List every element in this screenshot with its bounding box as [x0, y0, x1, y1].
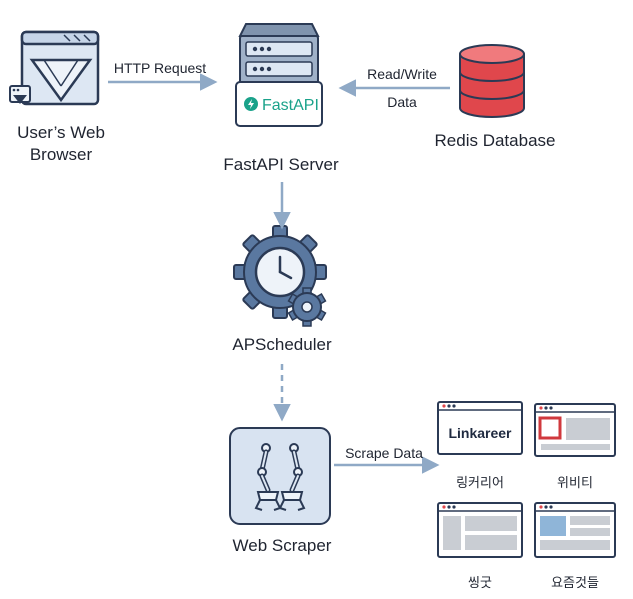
site-label-yozm: 요즘것들	[551, 575, 599, 590]
scraper-label: Web Scraper	[232, 536, 332, 555]
http-request-label: HTTP Request	[113, 60, 207, 76]
server-icon	[235, 23, 323, 127]
browser-label: User’s Web Browser	[0, 122, 122, 166]
scrape-data-label: Scrape Data	[345, 445, 423, 461]
redis-label: Redis Database	[434, 131, 556, 150]
database-icon	[459, 44, 525, 118]
gear-clock-icon	[233, 225, 327, 327]
browser-label-line2: Browser	[29, 145, 93, 164]
site-card-yozm	[534, 502, 616, 558]
browser-label-line1: User’s Web	[17, 123, 105, 142]
site-label-wevity: 위비티	[557, 475, 593, 490]
site-card-wevity	[534, 403, 616, 457]
fastapi-badge-text: FastAPI	[262, 97, 319, 114]
site-card-linkareer: Linkareer	[437, 401, 523, 455]
linkareer-logo-text: Linkareer	[448, 425, 512, 441]
browser-icon	[9, 30, 100, 106]
read-write-label: Read/Write	[367, 66, 437, 82]
site-label-thinkgood: 씽굿	[468, 575, 492, 590]
server-label: FastAPI Server	[223, 155, 339, 174]
fastapi-logo: FastAPI	[244, 97, 319, 114]
read-write-data-label: Data	[387, 94, 417, 110]
robotic-arms-icon	[229, 427, 331, 525]
site-label-linkareer: 링커리어	[456, 475, 504, 490]
scheduler-label: APScheduler	[232, 335, 332, 354]
site-card-thinkgood	[437, 502, 523, 558]
